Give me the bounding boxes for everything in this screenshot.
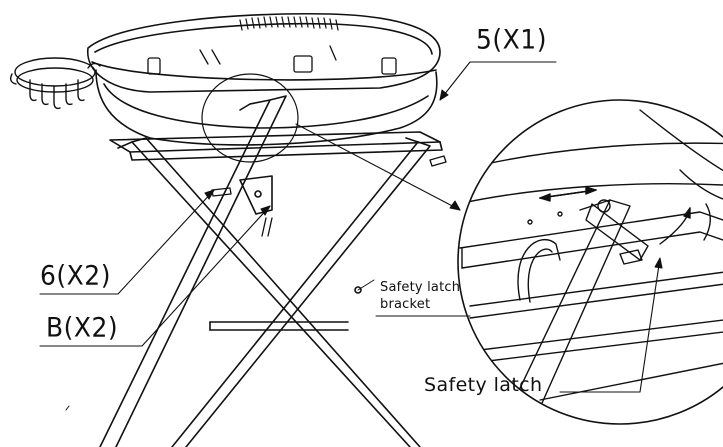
part-5-label: 5(X1) xyxy=(476,23,547,56)
pins xyxy=(212,156,446,236)
part-b-label: B(X2) xyxy=(46,311,119,344)
x-stand xyxy=(100,96,430,447)
latch-leader xyxy=(560,258,660,392)
detail-circle xyxy=(458,100,723,424)
lid-clips xyxy=(148,46,396,74)
part-6-label: 6(X2) xyxy=(40,259,111,292)
detail-source-circle xyxy=(202,74,298,162)
bracket-leader xyxy=(358,280,374,290)
bracket-label-line2: bracket xyxy=(380,297,431,312)
detail-pointer-line xyxy=(296,124,460,210)
detail-view xyxy=(458,100,723,430)
lid-vents xyxy=(240,17,338,30)
bracket-label-line1: Safety latch xyxy=(380,280,461,295)
tool-hanger xyxy=(11,58,100,108)
leaders-left xyxy=(40,190,270,346)
safety-latch-label: Safety latch xyxy=(424,374,543,396)
